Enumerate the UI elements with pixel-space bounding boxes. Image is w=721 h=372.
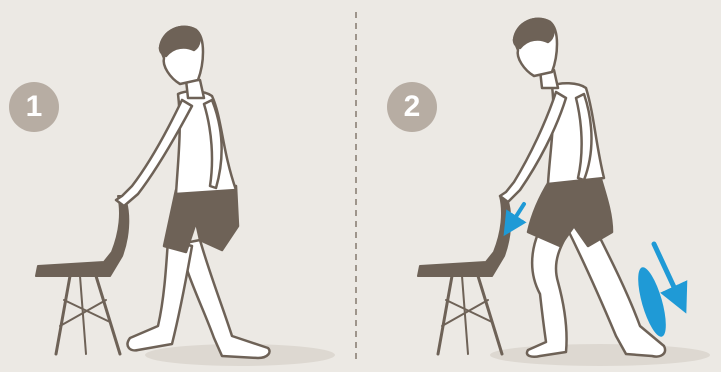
step-2-scene	[418, 19, 710, 366]
chair-illustration	[36, 196, 128, 354]
step-1-badge: 1	[9, 82, 59, 132]
person-illustration	[116, 27, 270, 358]
step-1-scene	[36, 27, 335, 366]
person-illustration	[500, 19, 665, 357]
step-2-badge: 2	[387, 82, 437, 132]
step-1-number: 1	[26, 90, 43, 123]
chair-illustration	[418, 196, 510, 354]
floor-shadow	[490, 344, 710, 366]
step-2-number: 2	[404, 90, 421, 123]
down-arrow-icon	[510, 204, 524, 226]
